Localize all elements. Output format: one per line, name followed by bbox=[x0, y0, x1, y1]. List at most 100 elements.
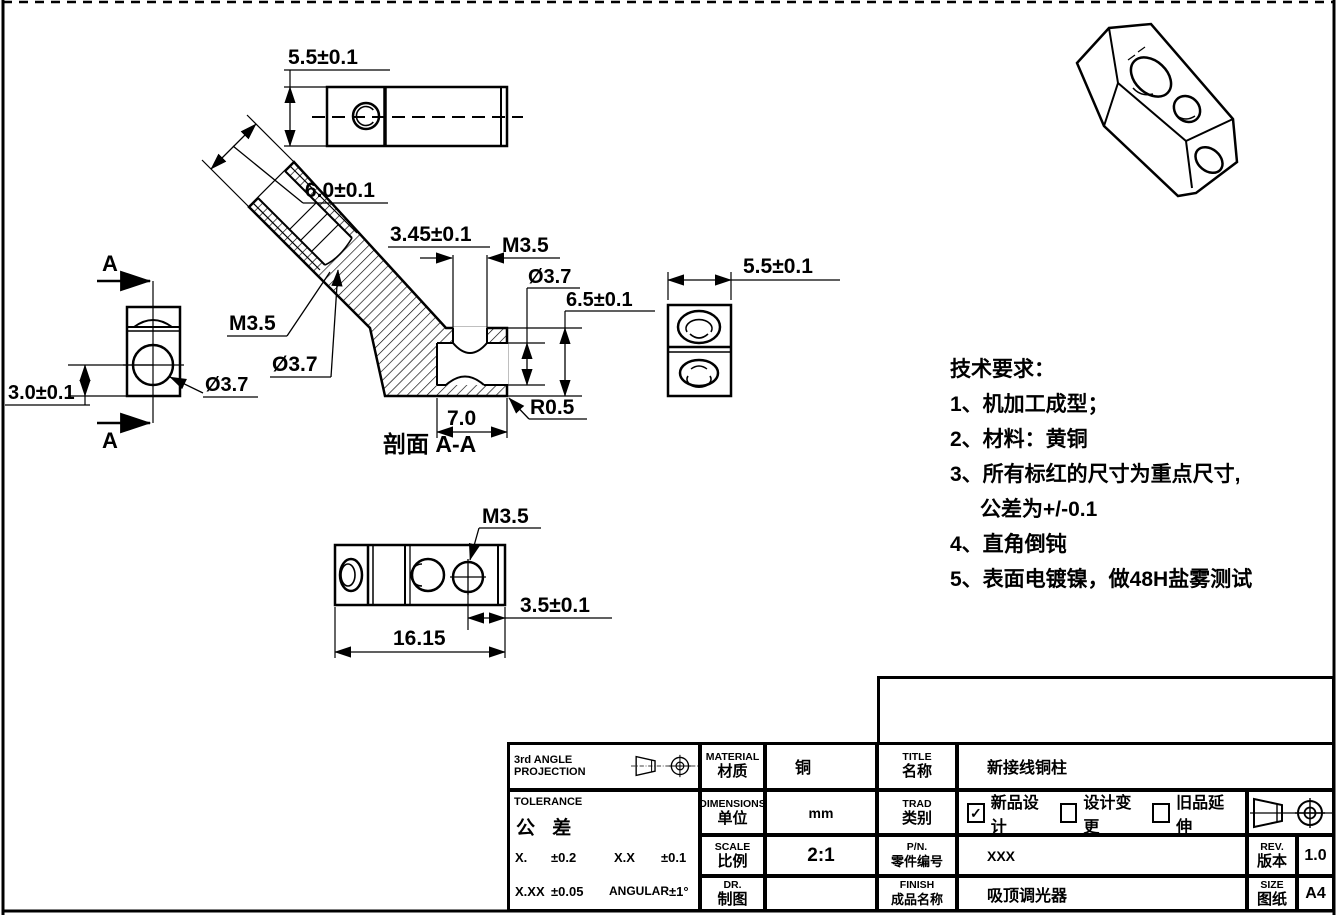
finish-label-en: FINISH bbox=[899, 879, 935, 891]
trad-option-label: 设计变更 bbox=[1083, 794, 1132, 836]
tolerance-cell: TOLERANCE 公 差 X. ±0.2 X.X ±0.1 X.XX ±0.0… bbox=[507, 790, 700, 912]
dr-label-cn: 制图 bbox=[717, 891, 748, 908]
scale-label-en: SCALE bbox=[714, 840, 751, 853]
finish-label-cell: FINISH 成品名称 bbox=[877, 876, 957, 912]
finish-value-cell: 吸顶调光器 bbox=[957, 876, 1247, 912]
trad-options-cell: ✓ 新品设计 设计变更 旧品延伸 bbox=[957, 789, 1247, 837]
dim-hole-edge-offset: 3.5±0.1 bbox=[520, 594, 590, 617]
trad-option-label: 新品设计 bbox=[990, 794, 1039, 836]
tol-key: ANGULAR bbox=[609, 884, 669, 898]
title-block-empty-box bbox=[877, 676, 1335, 745]
sheet-size: A4 bbox=[1305, 885, 1326, 902]
tol-key: X.X bbox=[614, 850, 635, 865]
dimensions-label-cn: 单位 bbox=[717, 809, 748, 827]
tol-val: ±0.1 bbox=[661, 850, 687, 865]
checkbox-checked-icon: ✓ bbox=[967, 802, 985, 823]
dim-right-view-width: 5.5±0.1 bbox=[743, 255, 813, 278]
dim-top-view-width: 5.5±0.1 bbox=[288, 46, 358, 69]
dim-overall-length: 16.15 bbox=[393, 627, 446, 650]
section-view-label: 剖面 A-A bbox=[383, 431, 476, 457]
dimensions-unit: mm bbox=[808, 804, 834, 821]
dim-corner-radius: R0.5 bbox=[530, 396, 575, 419]
dimensions-label-cell: DIMENSIONS 单位 bbox=[699, 790, 766, 835]
rev-value-cell: 1.0 bbox=[1297, 835, 1334, 876]
rev-label-cell: REV. 版本 bbox=[1247, 835, 1297, 876]
trad-option: 设计变更 bbox=[1059, 789, 1139, 837]
pn-label-en: P/N. bbox=[906, 840, 928, 853]
trad-option-label: 旧品延伸 bbox=[1176, 794, 1225, 836]
size-value-cell: A4 bbox=[1297, 876, 1334, 912]
tol-val: ±0.05 bbox=[551, 884, 584, 899]
tech-req-item: 1、机加工成型； bbox=[950, 393, 1109, 416]
left-end-view: A A Ø3.7 3.0±0.1 bbox=[5, 251, 258, 453]
size-label-en: SIZE bbox=[1260, 879, 1284, 891]
section-arrow-label-top: A bbox=[102, 251, 118, 276]
thread-callout-top: M3.5 bbox=[502, 234, 549, 257]
dim-body-height: 6.5±0.1 bbox=[566, 289, 633, 311]
trad-label-cell: TRAD 类别 bbox=[877, 790, 957, 835]
scale-value: 2:1 bbox=[807, 844, 835, 866]
material-label-cn: 材质 bbox=[717, 763, 748, 780]
top-side-view: 5.5±0.1 bbox=[284, 46, 523, 148]
title-label-cn: 名称 bbox=[901, 763, 932, 780]
scale-label-cell: SCALE 比例 bbox=[700, 835, 765, 876]
dim-left-view-center-height: 3.0±0.1 bbox=[8, 382, 75, 404]
projection-cell: 3rd ANGLE PROJECTION bbox=[507, 742, 700, 790]
title-value-cell: 新接线铜柱 bbox=[957, 742, 1334, 790]
finish-product-name: 吸顶调光器 bbox=[987, 888, 1068, 905]
thread-callout-angled: M3.5 bbox=[229, 312, 276, 335]
dim-angled-hole-diameter: Ø3.7 bbox=[272, 353, 318, 376]
pn-value-cell: XXX bbox=[957, 835, 1247, 876]
material-value-cell: 铜 bbox=[765, 742, 877, 790]
tolerance-label-en: TOLERANCE bbox=[514, 796, 583, 808]
section-view: 6.0±0.1 3.45±0.1 M3.5 Ø3.7 6.5±0.1 M3.5 … bbox=[201, 114, 655, 457]
tol-key: X.XX bbox=[515, 884, 545, 899]
isometric-view bbox=[1075, 22, 1239, 198]
trad-label-cn: 类别 bbox=[901, 809, 932, 827]
projection-symbol-cell bbox=[1247, 790, 1334, 835]
material-label-en: MATERIAL bbox=[705, 751, 760, 763]
scale-value-cell: 2:1 bbox=[765, 835, 877, 876]
rev-label-cn: 版本 bbox=[1256, 852, 1287, 870]
drawing-title: 新接线铜柱 bbox=[987, 760, 1068, 777]
thread-callout-bottom: M3.5 bbox=[482, 505, 529, 528]
trad-label-en: TRAD bbox=[902, 797, 932, 810]
revision-value: 1.0 bbox=[1304, 846, 1327, 864]
rev-label-en: REV. bbox=[1260, 840, 1284, 853]
dim-vertical-hole-width: 3.45±0.1 bbox=[390, 223, 472, 246]
title-label-cell: TITLE 名称 bbox=[877, 742, 957, 790]
dim-cavity-diameter: Ø3.7 bbox=[528, 266, 571, 288]
checkbox-empty-icon bbox=[1152, 802, 1171, 823]
finish-label-cn: 成品名称 bbox=[890, 892, 943, 907]
dim-angled-hole-depth: 6.0±0.1 bbox=[305, 179, 375, 202]
pn-label-cell: P/N. 零件编号 bbox=[877, 835, 957, 876]
dimensions-value-cell: mm bbox=[765, 790, 877, 835]
third-angle-projection-icon bbox=[631, 754, 698, 778]
dr-label-cell: DR. 制图 bbox=[700, 876, 765, 912]
technical-requirements: 技术要求： 1、机加工成型； 2、材料：黄铜 3、所有标红的尺寸为重点尺寸, 公… bbox=[950, 352, 1337, 597]
pn-label-cn: 零件编号 bbox=[890, 853, 943, 869]
trad-option: 旧品延伸 bbox=[1152, 789, 1231, 837]
tol-val: ±1° bbox=[669, 884, 689, 899]
material-label-cell: MATERIAL 材质 bbox=[700, 742, 765, 790]
section-arrow-label-bottom: A bbox=[102, 428, 118, 453]
checkbox-empty-icon bbox=[1059, 802, 1078, 823]
tol-val: ±0.2 bbox=[551, 850, 577, 865]
tech-req-item: 5、表面电镀镍，做48H盐雾测试 bbox=[950, 568, 1253, 591]
third-angle-projection-icon bbox=[1249, 797, 1332, 828]
dr-value-cell bbox=[765, 876, 877, 912]
tech-req-item: 2、材料：黄铜 bbox=[950, 428, 1088, 451]
material-value: 铜 bbox=[795, 760, 812, 777]
part-number: XXX bbox=[987, 847, 1016, 864]
dimensions-label-en: DIMENSIONS bbox=[699, 797, 766, 810]
size-label-cn: 图纸 bbox=[1256, 891, 1287, 908]
tech-req-item: 4、直角倒钝 bbox=[950, 533, 1067, 556]
dim-left-view-diameter: Ø3.7 bbox=[205, 374, 248, 396]
right-end-view: 5.5±0.1 bbox=[666, 255, 840, 398]
title-label-en: TITLE bbox=[902, 751, 932, 763]
tech-req-item: 公差为+/-0.1 bbox=[980, 498, 1098, 521]
projection-label: 3rd ANGLE PROJECTION bbox=[514, 754, 586, 778]
tol-key: X. bbox=[515, 850, 528, 865]
